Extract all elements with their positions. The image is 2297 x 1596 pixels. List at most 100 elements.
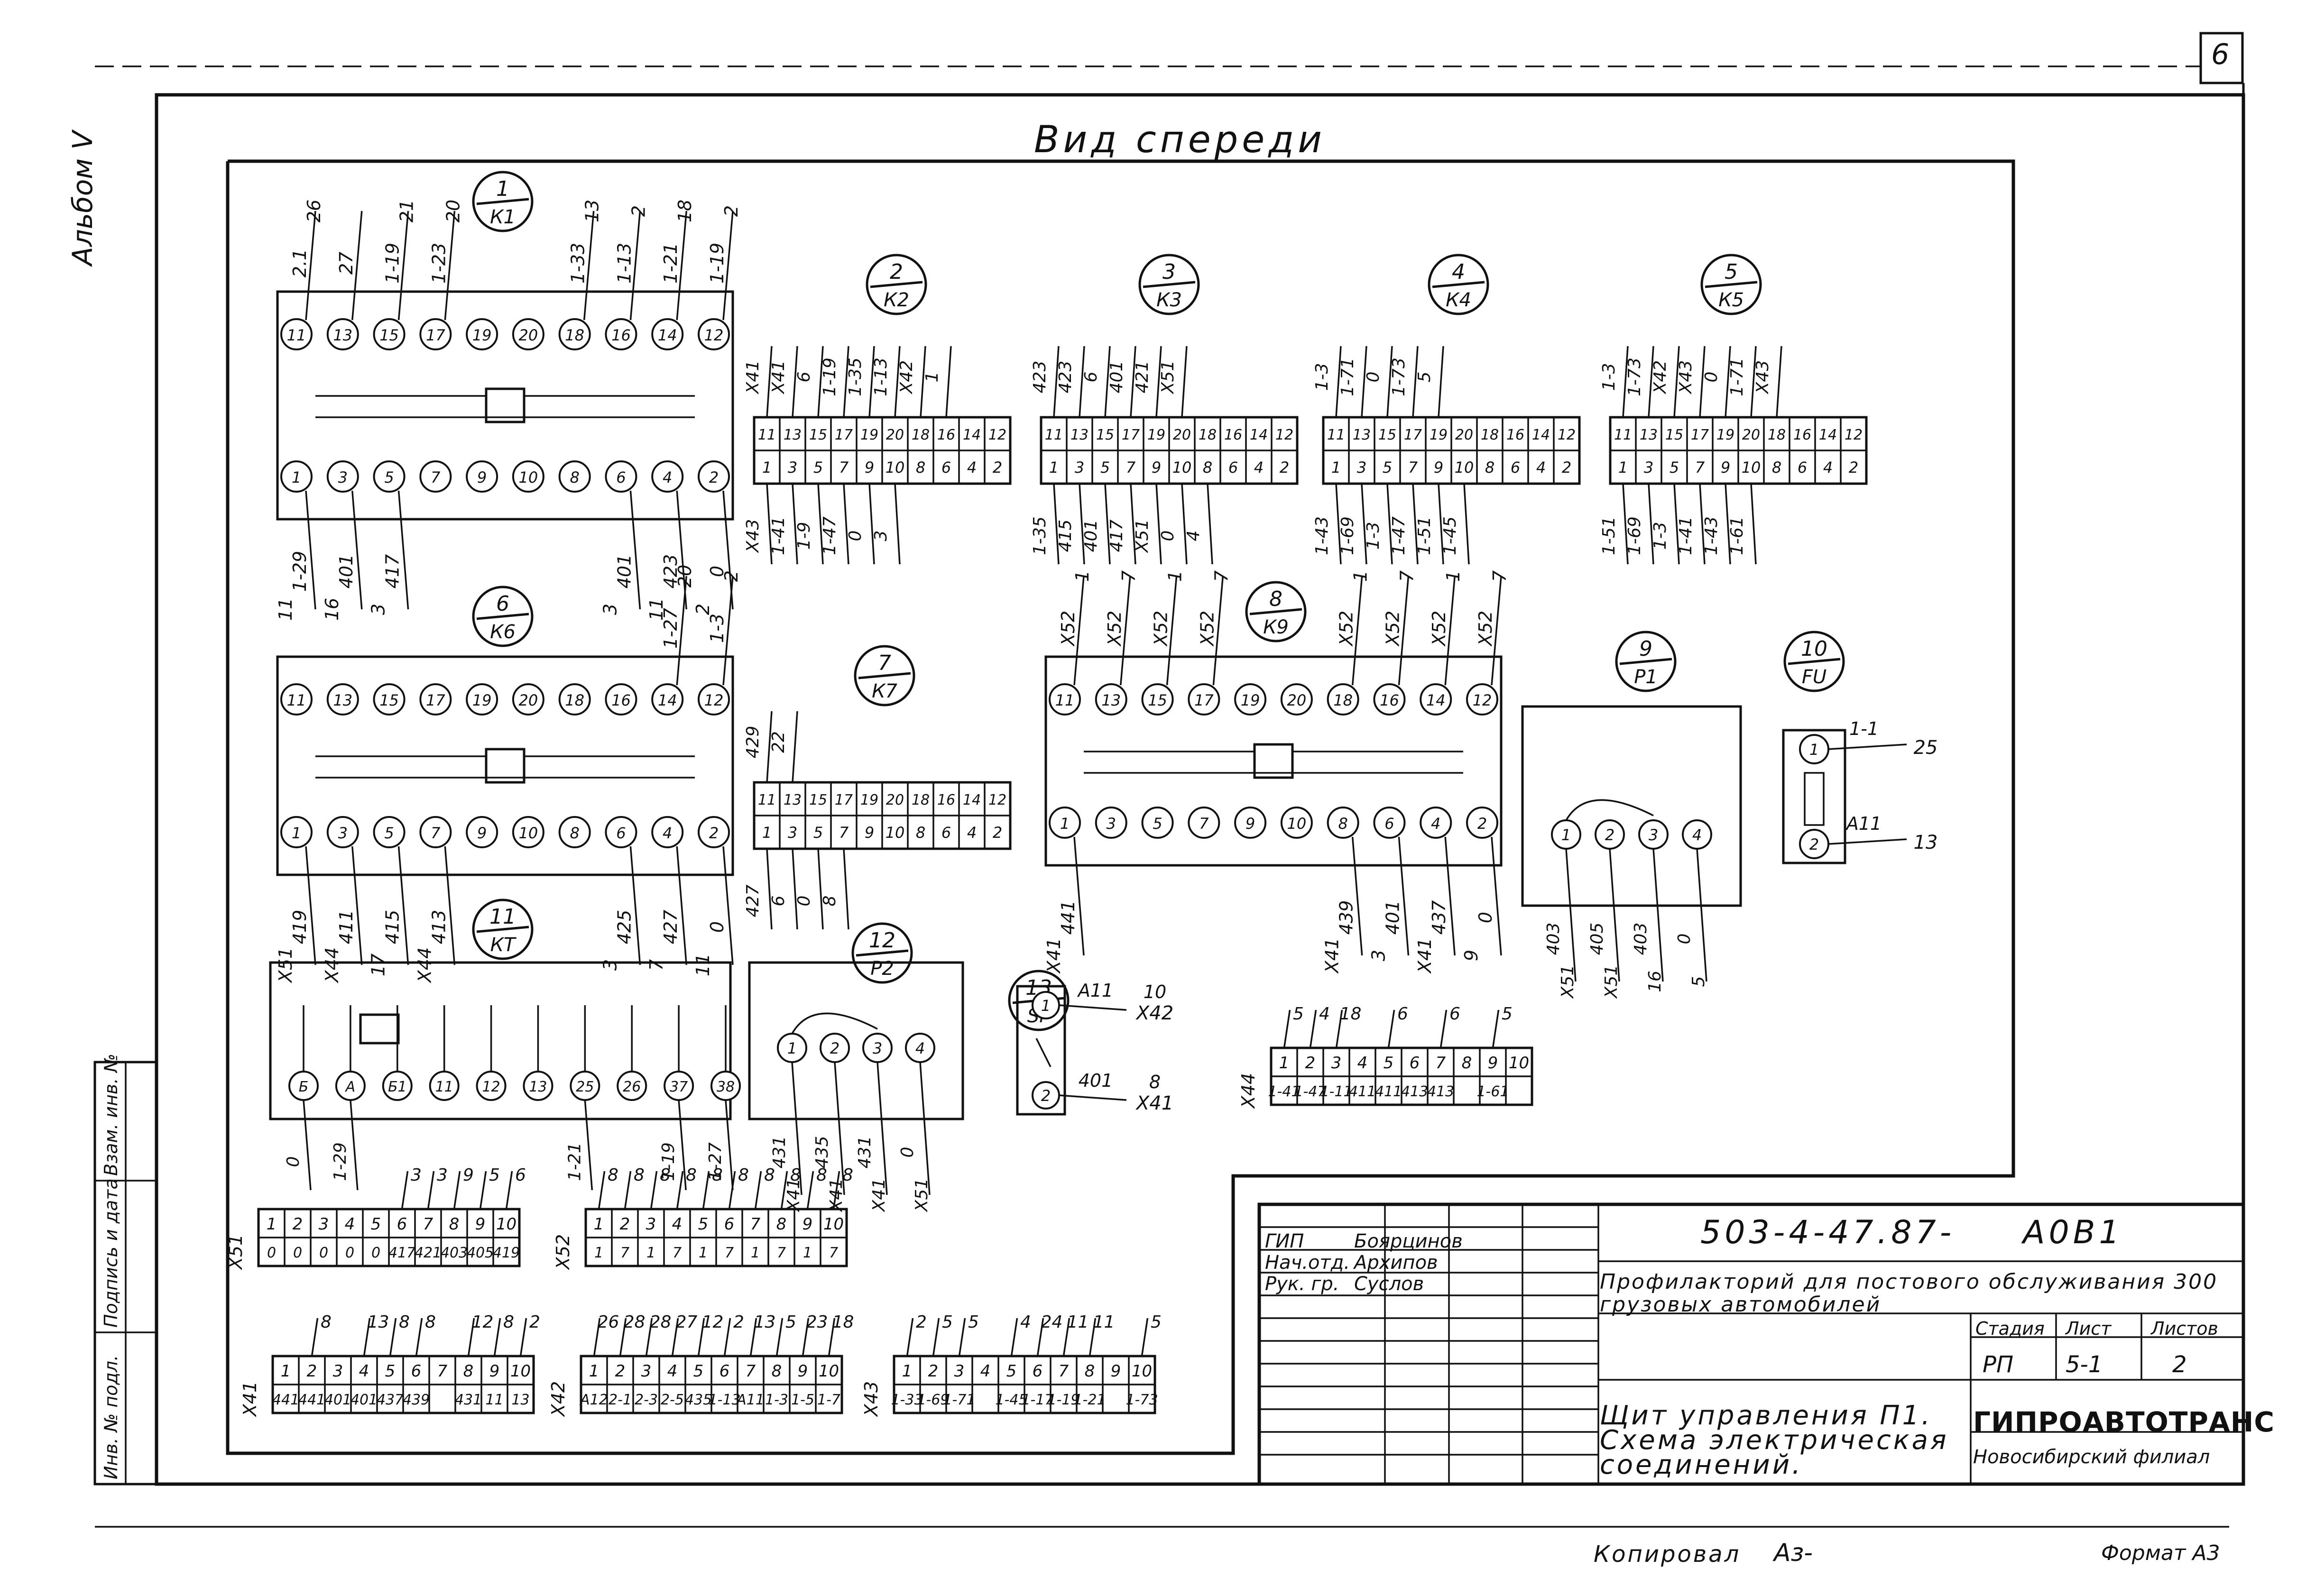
socket-pin-bot: 4	[967, 459, 977, 477]
wire-label: 1-3	[1599, 363, 1619, 391]
socket-pin-bot: 4	[1823, 459, 1833, 477]
tb-project: Профилакторий для постового обслуживания…	[1600, 1270, 2218, 1317]
wire-label: 431	[855, 1136, 875, 1169]
wire	[728, 1171, 736, 1210]
socket-pin-top: 17	[835, 427, 853, 443]
side-stamp-replace: Взам. инв. №	[101, 1053, 121, 1176]
wire	[1053, 346, 1060, 418]
strip-wire: 405	[467, 1245, 494, 1261]
device-number: 9	[1639, 637, 1652, 661]
strip-wire: 7	[829, 1245, 838, 1261]
wire-end: X42	[1135, 1002, 1173, 1024]
wire-end: X44	[322, 947, 342, 983]
wire	[1283, 1009, 1291, 1048]
wire-label: X42	[1651, 360, 1670, 394]
wire	[584, 1100, 593, 1191]
wire-end: 17	[368, 954, 389, 976]
socket-pin-top: 20	[1173, 427, 1191, 443]
pin-bot-6	[1373, 807, 1406, 839]
wire-label: 1-47	[820, 516, 839, 555]
wire-label: 439	[1336, 900, 1357, 935]
strip-number: 6	[1410, 1054, 1420, 1073]
socket-pin-bot: 1	[762, 459, 772, 477]
socket-pin-bot: 10	[1172, 459, 1192, 477]
strip-top: 6	[1449, 1004, 1460, 1024]
pin-bot-2	[698, 460, 730, 493]
wire-label: 1-47	[1389, 516, 1409, 555]
socket-pin-top: 17	[1122, 427, 1140, 443]
pin-top-12	[1466, 683, 1498, 715]
wire	[919, 1062, 931, 1195]
wire-end: X44	[414, 947, 435, 983]
wire	[598, 1171, 606, 1210]
socket-pin-top: 16	[937, 792, 955, 808]
tb-doc-sheet-code: А0В1	[2023, 1214, 2123, 1251]
wire-label: 1-1	[1849, 718, 1879, 739]
tb-sheets: 2	[2172, 1351, 2187, 1378]
strip-number: 4	[672, 1215, 683, 1234]
wire-label: 1-51	[1415, 516, 1434, 555]
device-number: 5	[1725, 260, 1738, 284]
breaker-body	[1016, 985, 1066, 1116]
wire-end: 13	[1914, 832, 1938, 853]
wire-label: 1-21	[660, 243, 681, 284]
wire	[363, 1318, 371, 1357]
strip-number: 3	[646, 1215, 656, 1234]
pin-label: 4	[1431, 815, 1440, 833]
wire-label: X41	[769, 360, 788, 394]
pin-label: 14	[658, 326, 677, 344]
socket-pin-top: 15	[1096, 427, 1114, 443]
wire	[397, 490, 409, 610]
wire	[389, 1318, 397, 1357]
wire	[397, 211, 409, 321]
wire-end: 11	[275, 598, 296, 621]
socket-pin-top: 20	[1742, 427, 1760, 443]
tb-name-head: Архипов	[1354, 1252, 1438, 1274]
wire-label: 1-9	[794, 522, 814, 550]
socket-pin-top: 13	[1640, 427, 1658, 443]
pin-label: 8	[570, 468, 579, 486]
pin-bot-8	[558, 816, 591, 848]
device-bubble-circle	[472, 899, 534, 960]
pin-bot-10	[512, 816, 544, 848]
device-bubble-divider	[1249, 608, 1302, 615]
pin-label: 13	[333, 326, 352, 344]
pin-label: 11	[287, 691, 306, 709]
wire-end: 1	[1443, 570, 1464, 582]
pin-label: 26	[623, 1079, 641, 1095]
pin-top-16	[605, 683, 637, 715]
wire	[766, 346, 773, 418]
wire	[1361, 483, 1367, 565]
wire-end: 3	[1368, 950, 1389, 961]
socket-pin-top: 11	[1327, 427, 1345, 443]
wire	[766, 848, 773, 930]
wire	[1412, 483, 1419, 565]
wire	[1491, 576, 1502, 686]
pin-top-13	[326, 683, 359, 715]
wire	[519, 1318, 527, 1357]
strip-wire: 441	[272, 1392, 299, 1408]
pin-label: 5	[384, 468, 394, 486]
wire-end: 3	[600, 604, 620, 615]
socket-pin-bot: 9	[1721, 459, 1730, 477]
pin-bot-8	[558, 460, 591, 493]
pin-top-19	[466, 683, 498, 715]
strip-top: 6	[1397, 1004, 1408, 1024]
pin-label: 16	[611, 691, 631, 709]
tb-role-head: Нач.отд.	[1265, 1252, 1350, 1274]
strip-number: 10	[823, 1215, 844, 1234]
socket-pin-top: 13	[784, 792, 802, 808]
device-bubble-divider	[1143, 281, 1196, 288]
pin-label: 14	[1426, 691, 1446, 709]
pin-label: 6	[616, 468, 626, 486]
pin-label: 1	[787, 1039, 797, 1057]
pin-label: 11	[287, 326, 306, 344]
pin-label: 1	[292, 824, 301, 842]
wire-label: 1-27	[660, 608, 681, 649]
socket-pin-bot: 7	[1408, 459, 1418, 477]
wire-label: 419	[289, 910, 310, 945]
strip-top: 8	[764, 1165, 775, 1185]
pin-bot-8	[1327, 807, 1359, 839]
